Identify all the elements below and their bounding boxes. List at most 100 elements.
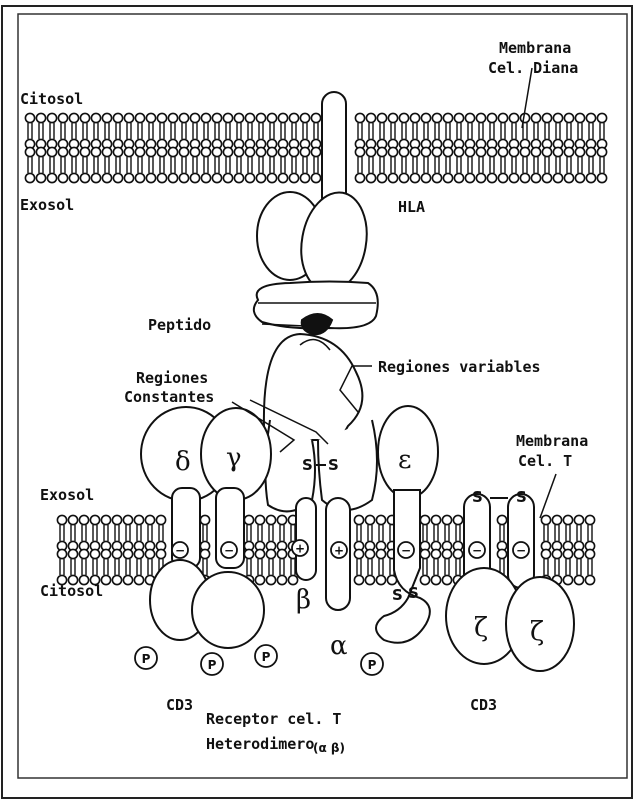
leader-constantes-alpha [249, 399, 329, 445]
label-peptido: Peptido [148, 316, 211, 334]
lipid-head [67, 574, 79, 586]
lipid-head [574, 172, 586, 184]
lipid-head [431, 172, 443, 184]
lipid-head [123, 112, 135, 124]
lipid-head [189, 172, 201, 184]
lipid-head [497, 172, 509, 184]
label-membrana-t-2: Cel. T [518, 452, 572, 470]
lipid-head [551, 514, 563, 526]
label-membrana-diana-2: Cel. Diana [488, 59, 578, 77]
lipid-head [574, 112, 586, 124]
lipid-head [299, 112, 311, 124]
lipid-head [288, 112, 300, 124]
lipid-head [57, 172, 69, 184]
lipid-head [277, 112, 289, 124]
lipid-head [288, 172, 300, 184]
lipid-head [430, 574, 442, 586]
lipid-head [24, 146, 36, 158]
phosphate-4-ring [360, 652, 384, 676]
lipid-head [112, 112, 124, 124]
charge-zeta-2-ring [512, 541, 530, 559]
lipid-head [475, 112, 487, 124]
lipid-head [596, 112, 608, 124]
lipid-head [584, 514, 596, 526]
lipid-head [519, 112, 531, 124]
lipid-head [265, 574, 277, 586]
lipid-head [90, 172, 102, 184]
cd3-zeta-dimer [445, 493, 575, 672]
lipid-head [189, 146, 201, 158]
lipid-head [364, 514, 376, 526]
lipid-head [57, 146, 69, 158]
lipid-head [496, 548, 508, 560]
leader-regiones-variables [339, 365, 372, 413]
lipid-head [222, 112, 234, 124]
lipid-head [584, 574, 596, 586]
lipid-head [79, 146, 91, 158]
lipid-head [122, 548, 134, 560]
lipid-head [79, 172, 91, 184]
charge-gamma-sign: − [224, 544, 234, 558]
lipid-head [398, 112, 410, 124]
lipid-head [111, 514, 123, 526]
lipid-head [419, 514, 431, 526]
lipid-head [24, 172, 36, 184]
tcr-alpha-constant [317, 419, 378, 511]
charge-zeta-1-sign: − [472, 544, 482, 558]
lipid-head [430, 514, 442, 526]
greek-zeta-1: ζ [474, 613, 488, 643]
label-exosol-bottom: Exosol [40, 486, 94, 504]
lipid-head [244, 146, 256, 158]
lipid-head [508, 146, 520, 158]
tcr-ss-left: S [302, 456, 313, 474]
charge-delta-ring [171, 541, 189, 559]
lipid-head [156, 112, 168, 124]
lipid-head [365, 112, 377, 124]
lipid-head [430, 548, 442, 560]
lipid-head [508, 112, 520, 124]
lipid-head [398, 172, 410, 184]
tcr-heterodimer [262, 332, 378, 611]
lipid-head [200, 172, 212, 184]
cd3-zeta-2-transmembrane [507, 493, 535, 589]
zeta-s-left: S [472, 488, 483, 506]
phosphate-3-label: P [262, 650, 271, 664]
lipid-head [89, 574, 101, 586]
lipid-head [442, 146, 454, 158]
lipid-head [563, 146, 575, 158]
lipid-head [541, 146, 553, 158]
lipid-head [464, 146, 476, 158]
lipid-head [287, 574, 299, 586]
lipid-head [67, 514, 79, 526]
lipid-head [540, 514, 552, 526]
lipid-head [486, 146, 498, 158]
lipid-head [563, 172, 575, 184]
lipid-head [266, 112, 278, 124]
lipid-head [89, 514, 101, 526]
lipid-head [573, 574, 585, 586]
charge-epsilon-sign: − [401, 544, 411, 558]
lipid-head [57, 112, 69, 124]
cd3-epsilon [375, 405, 439, 644]
variable-fold-line [299, 338, 331, 351]
label-heterodimero-sub: (α β) [313, 741, 345, 755]
lipid-head [112, 146, 124, 158]
label-heterodimero: Heterodimero [206, 735, 314, 753]
label-membrana-t-1: Membrana [516, 432, 588, 450]
lipid-head [299, 172, 311, 184]
lipid-head [441, 548, 453, 560]
charge-epsilon-ring [397, 541, 415, 559]
lipid-head [573, 548, 585, 560]
lipid-head [56, 574, 68, 586]
lipid-head [354, 112, 366, 124]
lipid-head [35, 172, 47, 184]
lipid-head [199, 548, 211, 560]
figure-border [17, 13, 628, 779]
lipid-head [420, 172, 432, 184]
greek-alpha: α [330, 631, 348, 661]
lipid-head [244, 112, 256, 124]
lipid-head [276, 574, 288, 586]
lipid-head [541, 172, 553, 184]
lipid-head [596, 146, 608, 158]
lipid-head [144, 548, 156, 560]
